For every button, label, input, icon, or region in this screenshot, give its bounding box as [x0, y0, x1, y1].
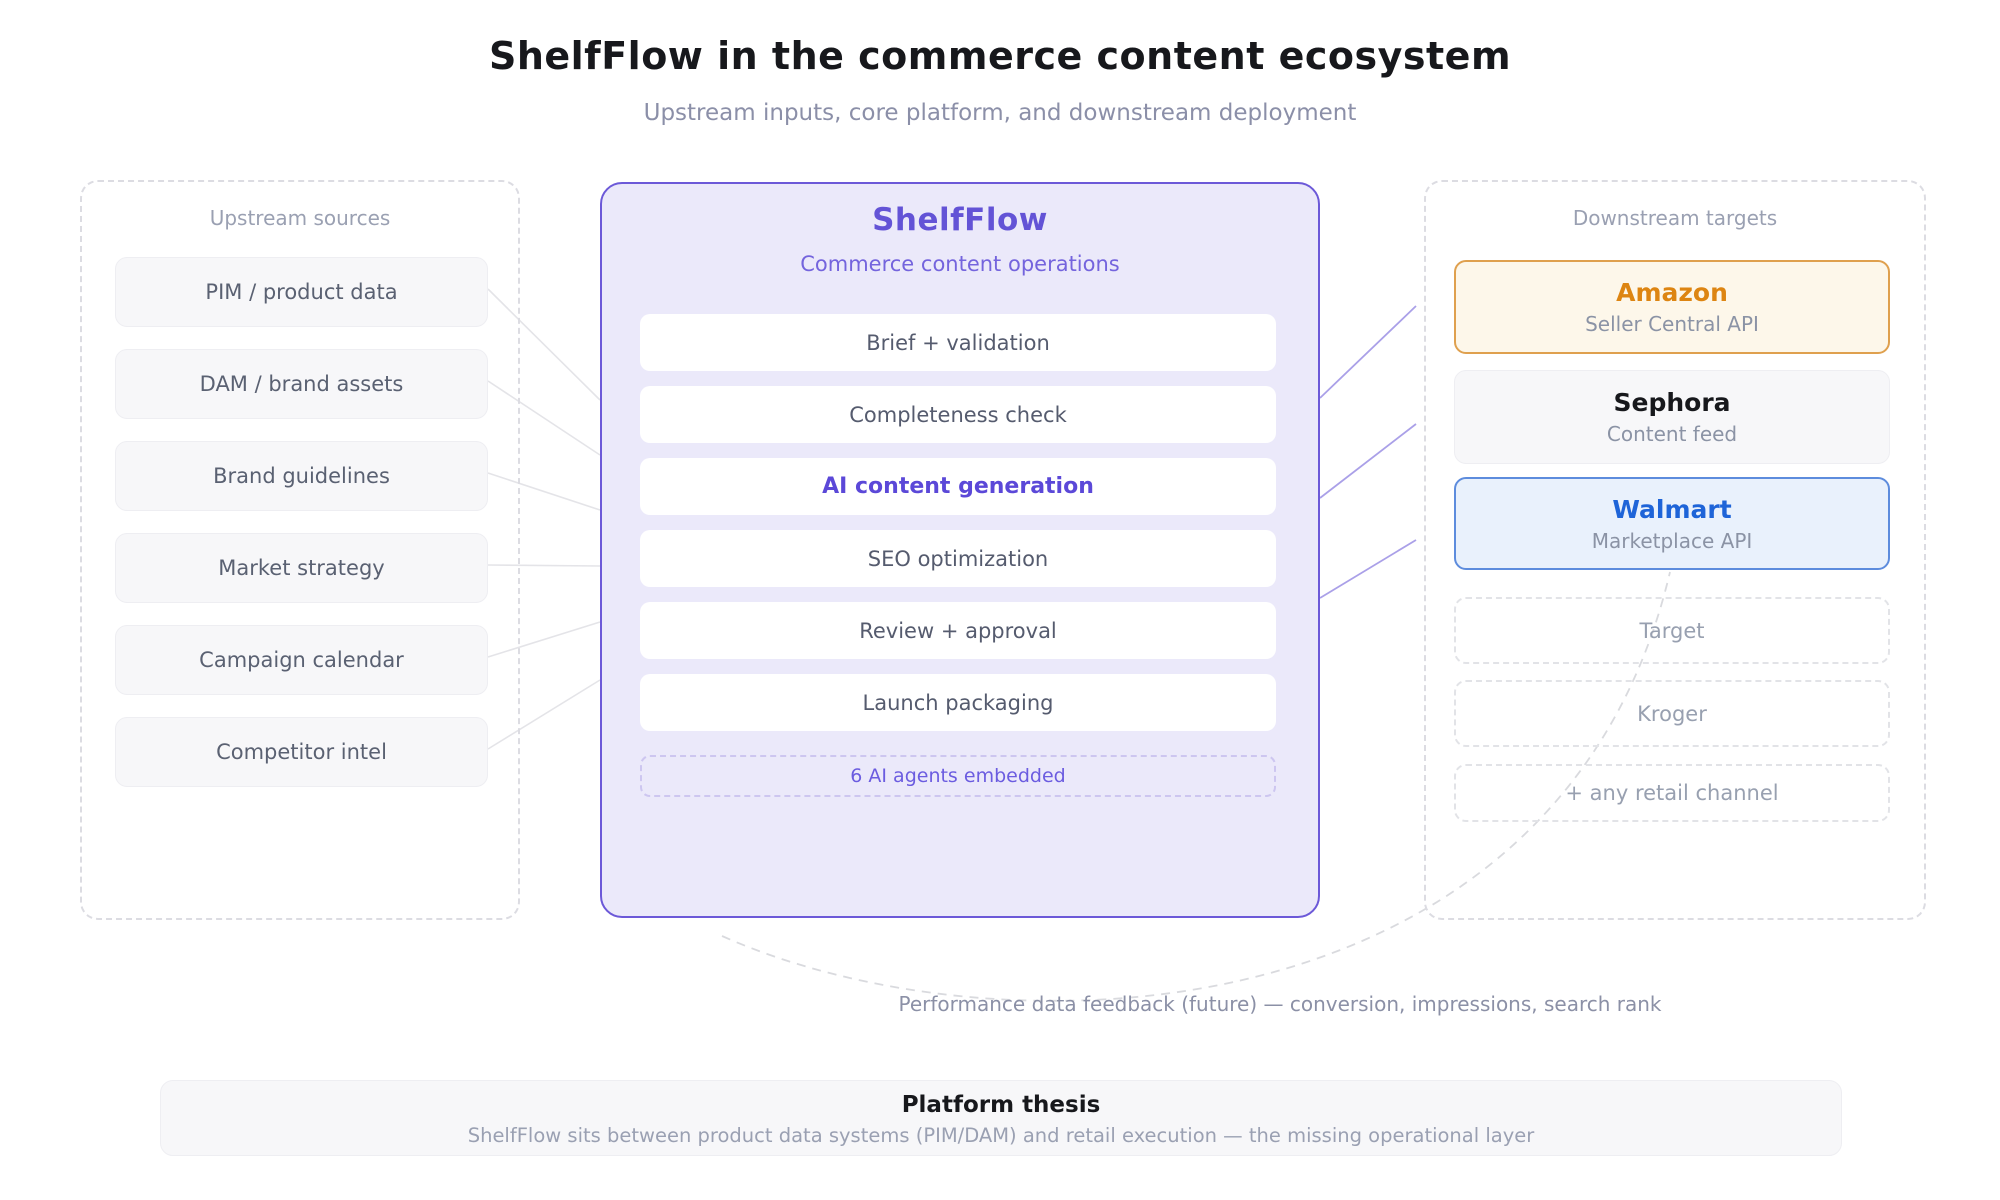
- upstream-panel: Upstream sources PIM / product data DAM …: [80, 180, 520, 920]
- stage-label: AI content generation: [822, 474, 1094, 499]
- thesis-box: Platform thesis ShelfFlow sits between p…: [160, 1080, 1842, 1156]
- target-sephora: Sephora Content feed: [1454, 370, 1890, 464]
- stage-brief: Brief + validation: [640, 314, 1276, 371]
- feedback-label: Performance data feedback (future) — con…: [898, 992, 1662, 1016]
- downstream-connector-line: [1319, 423, 1417, 499]
- upstream-item-label: Campaign calendar: [199, 648, 404, 672]
- target-name: Target: [1639, 618, 1705, 643]
- upstream-connector-line: [487, 288, 601, 401]
- stage-label: Review + approval: [859, 618, 1057, 643]
- downstream-connector-line: [1319, 305, 1417, 399]
- upstream-item-pim: PIM / product data: [115, 257, 488, 327]
- stage-launch: Launch packaging: [640, 674, 1276, 731]
- target-name: + any retail channel: [1565, 781, 1779, 805]
- upstream-item-label: Competitor intel: [216, 740, 387, 764]
- target-sub: Marketplace API: [1591, 528, 1753, 553]
- upstream-item-strategy: Market strategy: [115, 533, 488, 603]
- page-title: ShelfFlow in the commerce content ecosys…: [488, 34, 1512, 78]
- upstream-item-brand: Brand guidelines: [115, 441, 488, 511]
- target-any-channel: + any retail channel: [1454, 764, 1890, 822]
- upstream-item-competitor: Competitor intel: [115, 717, 488, 787]
- feedback-curve: [721, 571, 1671, 1002]
- stage-label: Launch packaging: [862, 690, 1054, 715]
- upstream-connector-line: [487, 621, 601, 658]
- downstream-connector-line: [1319, 539, 1417, 599]
- target-walmart: Walmart Marketplace API: [1454, 477, 1890, 570]
- stage-label: Brief + validation: [866, 330, 1050, 355]
- stage-label: SEO optimization: [867, 546, 1049, 571]
- target-sub: Seller Central API: [1585, 312, 1759, 336]
- stage-review: Review + approval: [640, 602, 1276, 659]
- core-panel: ShelfFlow Commerce content operations Br…: [600, 182, 1320, 918]
- upstream-connector-line: [487, 380, 601, 456]
- stage-seo: SEO optimization: [640, 530, 1276, 587]
- target-target: Target: [1454, 597, 1890, 664]
- stage-ai-content: AI content generation: [640, 458, 1276, 515]
- core-title: ShelfFlow: [872, 202, 1048, 238]
- core-subtitle: Commerce content operations: [800, 252, 1120, 276]
- upstream-item-label: Market strategy: [218, 556, 385, 580]
- upstream-connector-line: [487, 472, 601, 511]
- upstream-connector-line: [487, 564, 601, 567]
- upstream-item-dam: DAM / brand assets: [115, 349, 488, 419]
- target-sub: Content feed: [1606, 422, 1738, 446]
- target-name: Walmart: [1612, 494, 1732, 524]
- thesis-title: Platform thesis: [901, 1092, 1101, 1118]
- target-amazon: Amazon Seller Central API: [1454, 260, 1890, 354]
- target-name: Sephora: [1613, 388, 1731, 417]
- upstream-item-campaign: Campaign calendar: [115, 625, 488, 695]
- ai-agents-badge: 6 AI agents embedded: [640, 755, 1276, 797]
- thesis-subtitle: ShelfFlow sits between product data syst…: [467, 1124, 1535, 1147]
- upstream-panel-title: Upstream sources: [209, 206, 391, 230]
- upstream-item-label: PIM / product data: [205, 280, 398, 304]
- stage-label: Completeness check: [849, 402, 1067, 427]
- stage-completeness: Completeness check: [640, 386, 1276, 443]
- page-subtitle: Upstream inputs, core platform, and down…: [643, 100, 1357, 126]
- upstream-item-label: DAM / brand assets: [199, 372, 404, 396]
- upstream-item-label: Brand guidelines: [213, 464, 390, 488]
- downstream-panel: Downstream targets Amazon Seller Central…: [1424, 180, 1926, 920]
- target-kroger: Kroger: [1454, 680, 1890, 747]
- downstream-panel-title: Downstream targets: [1572, 206, 1778, 230]
- target-name: Kroger: [1637, 701, 1707, 726]
- target-name: Amazon: [1616, 278, 1728, 307]
- upstream-connector-line: [487, 679, 601, 750]
